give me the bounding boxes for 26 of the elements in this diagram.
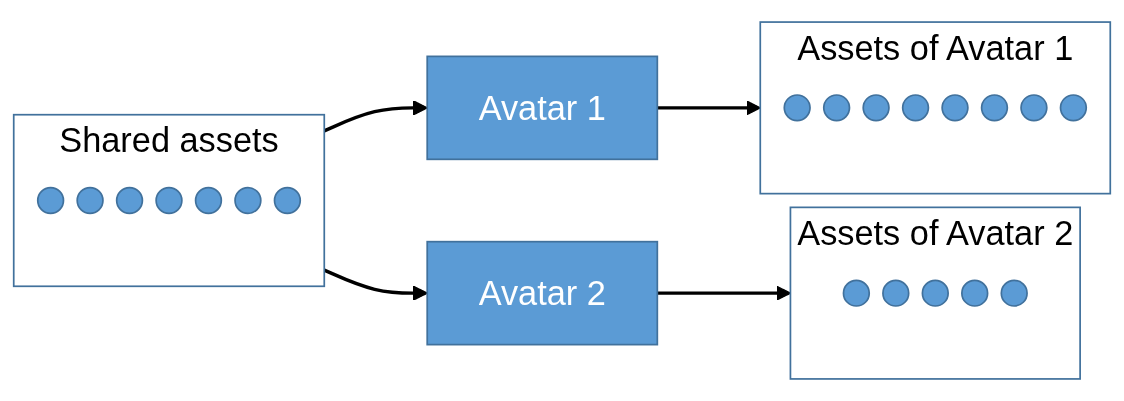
cluster: Shared assets xyxy=(12,113,326,288)
node-circle xyxy=(1000,279,1028,307)
node-circle xyxy=(1020,94,1048,122)
node-circle xyxy=(842,279,871,307)
node-circle xyxy=(961,279,989,307)
node-circle xyxy=(234,186,262,215)
node-circle xyxy=(862,94,890,122)
node-circle xyxy=(901,94,930,122)
node-circle xyxy=(76,186,104,215)
node-circle xyxy=(194,186,223,215)
arrow xyxy=(657,100,761,116)
node-circle xyxy=(980,94,1009,122)
node-circle xyxy=(273,186,302,215)
node-box: Avatar 1 xyxy=(426,55,659,161)
node-circle xyxy=(783,94,811,122)
node-circle xyxy=(36,186,65,215)
node-box: Avatar 2 xyxy=(426,240,659,346)
node-circle xyxy=(941,94,969,122)
cluster: Assets of Avatar 1 xyxy=(759,21,1112,195)
node-circle xyxy=(921,279,949,307)
node-circle xyxy=(882,279,910,307)
node-circle xyxy=(822,94,851,122)
node-circle xyxy=(1059,94,1088,122)
cluster: Assets of Avatar 2 xyxy=(789,206,1081,380)
node-circle xyxy=(155,186,183,215)
node-circle xyxy=(115,186,144,215)
